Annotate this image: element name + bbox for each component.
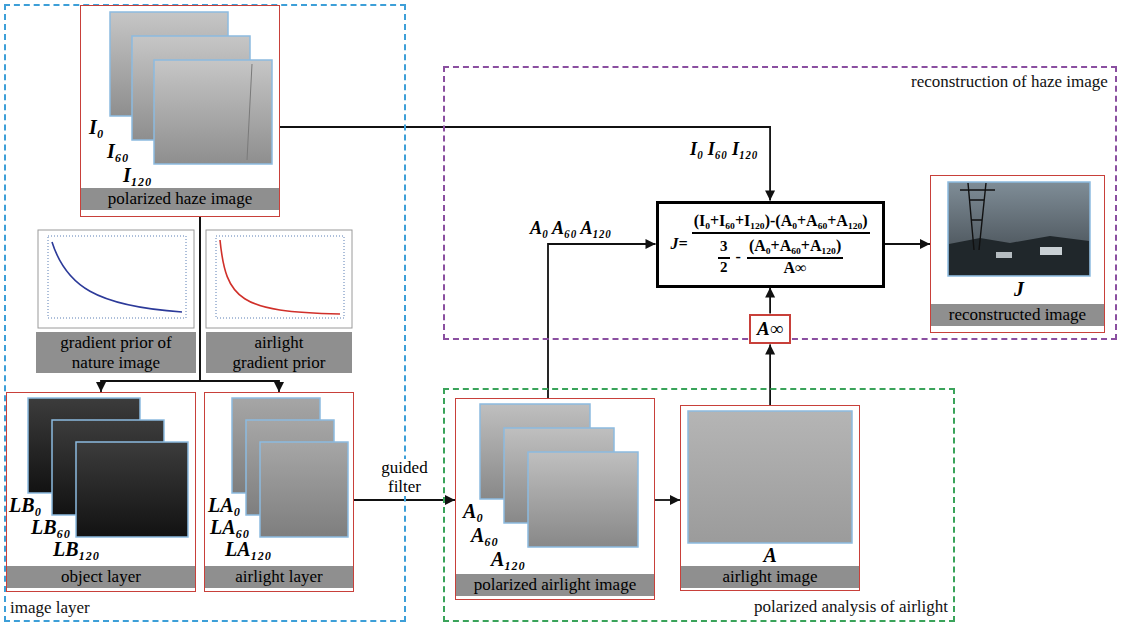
region-title: image layer [10,598,90,618]
arrowhead [274,382,284,392]
arrowhead [445,495,455,505]
image-symbol: A₆₀ [470,525,499,545]
formula-part: (A₀+A₆₀+A₁₂₀)A∞ [747,237,843,277]
formula-term: A∞ [747,259,843,277]
haze-photo [154,60,272,164]
plot-frame [206,230,352,328]
building [996,252,1012,258]
image-symbol: I₀ [88,117,105,137]
image-panel: Jreconstructed image [930,175,1105,333]
formula-term: 2 [718,259,730,276]
image-symbol: LA₀ [207,495,242,515]
image-symbol: I₆₀ [106,141,130,161]
formula-part: 32 [718,238,730,276]
formula-part: 32-(A₀+A₆₀+A₁₂₀)A∞ [692,234,870,277]
building [1040,247,1062,255]
arrowhead [765,288,775,298]
image-panel: I₀I₆₀ I₁₂₀ polarized haze image [80,5,280,217]
plot-frame [38,230,194,328]
image-symbol: LA₆₀ [209,517,251,537]
caption-bar: gradient prior of nature image [36,332,196,373]
formula-box: J=(I₀+I₆₀+I₁₂₀)-(A₀+A₆₀+A₁₂₀)32-(A₀+A₆₀+… [656,201,885,288]
formula-term: J= [671,235,688,253]
connector-arrow [765,288,775,314]
image-symbol: LB₁₂₀ [52,539,100,559]
tower-silhouette [247,64,252,160]
airlight-photo [528,452,638,547]
image-panel: A₀ A₆₀ A₁₂₀ polarized airlight image [455,398,655,600]
image-symbol: LB₀ [8,495,43,515]
arrowhead [765,344,775,354]
region-title: polarized analysis of airlight [754,597,948,617]
caption-bar: airlight layer [205,566,353,588]
region-title: reconstruction of haze image [911,72,1108,92]
arrowhead [765,191,775,201]
prior-plot-panel: airlight gradient prior [204,228,354,376]
arrowhead [96,382,106,392]
caption-bar: reconstructed image [931,304,1104,326]
formula-term: - [736,248,741,266]
plot-axes [216,236,344,318]
laplacian-curve [52,242,182,312]
formula-term: (A₀+A₆₀+A₁₂₀) [747,237,843,259]
region-frame: reconstruction of haze imageJ=(I₀+I₆₀+I₁… [443,66,1117,340]
caption-bar: object layer [7,566,195,588]
caption-bar: airlight image [681,566,859,588]
image-panel: Aairlight image [680,405,860,591]
image-symbol: LB₆₀ [30,517,72,537]
edge-label: I₀ I₆₀ I₁₂₀ [688,140,760,160]
formula-term: (I₀+I₆₀+I₁₂₀)-(A₀+A₆₀+A₁₂₀) [692,212,870,234]
airlight-photo [688,411,852,543]
edge-label: A₀ A₆₀ A₁₂₀ [528,219,613,239]
parameter-box: A∞ [749,314,791,345]
connector-arrow [548,239,656,398]
region-frame: image layer I₀I₆₀ I₁₂₀ polarized haze image… [4,4,406,622]
airlight-curve [220,240,340,314]
region-frame: polarized analysis of airlight A₀ A₆₀ A₁₂₀ p… [443,388,955,622]
image-symbol: A₁₂₀ [490,549,526,569]
ground-silhouette [949,236,1089,275]
image-symbol: J [1013,279,1025,299]
image-symbol: A [763,545,778,565]
caption-bar: airlight gradient prior [206,332,352,373]
prior-plot-panel: gradient prior of nature image [36,228,196,376]
connector-line [280,127,770,201]
arrowhead [920,239,930,249]
connector-arrow [885,239,930,249]
formula-part: (I₀+I₆₀+I₁₂₀)-(A₀+A₆₀+A₁₂₀)32-(A₀+A₆₀+A₁… [692,212,870,277]
image-symbol: LA₁₂₀ [224,539,272,559]
image-symbol: I₁₂₀ [122,165,153,185]
connector-arrow [765,344,775,405]
caption-bar: polarized haze image [81,188,279,210]
plot-axes [48,236,186,318]
caption-bar: polarized airlight image [456,574,654,596]
object-photo [76,442,188,537]
image-panel: LA₀LA₆₀LA₁₂₀ airlight layer [204,392,354,592]
connector-line [548,244,656,398]
arrowhead [646,239,656,249]
tower-silhouette [960,183,995,250]
airlight-photo [260,442,348,537]
arrowhead [670,495,680,505]
edge-label: guided filter [375,459,435,496]
dehazed-photo [948,182,1090,276]
image-symbol: A₀ [462,501,484,521]
connector-arrow [280,127,775,201]
connector-arrow [655,495,680,505]
image-panel: LB₀LB₆₀LB₁₂₀ object layer [6,392,196,592]
symbol-label: A∞ [757,319,783,340]
formula-term: 3 [718,238,730,259]
